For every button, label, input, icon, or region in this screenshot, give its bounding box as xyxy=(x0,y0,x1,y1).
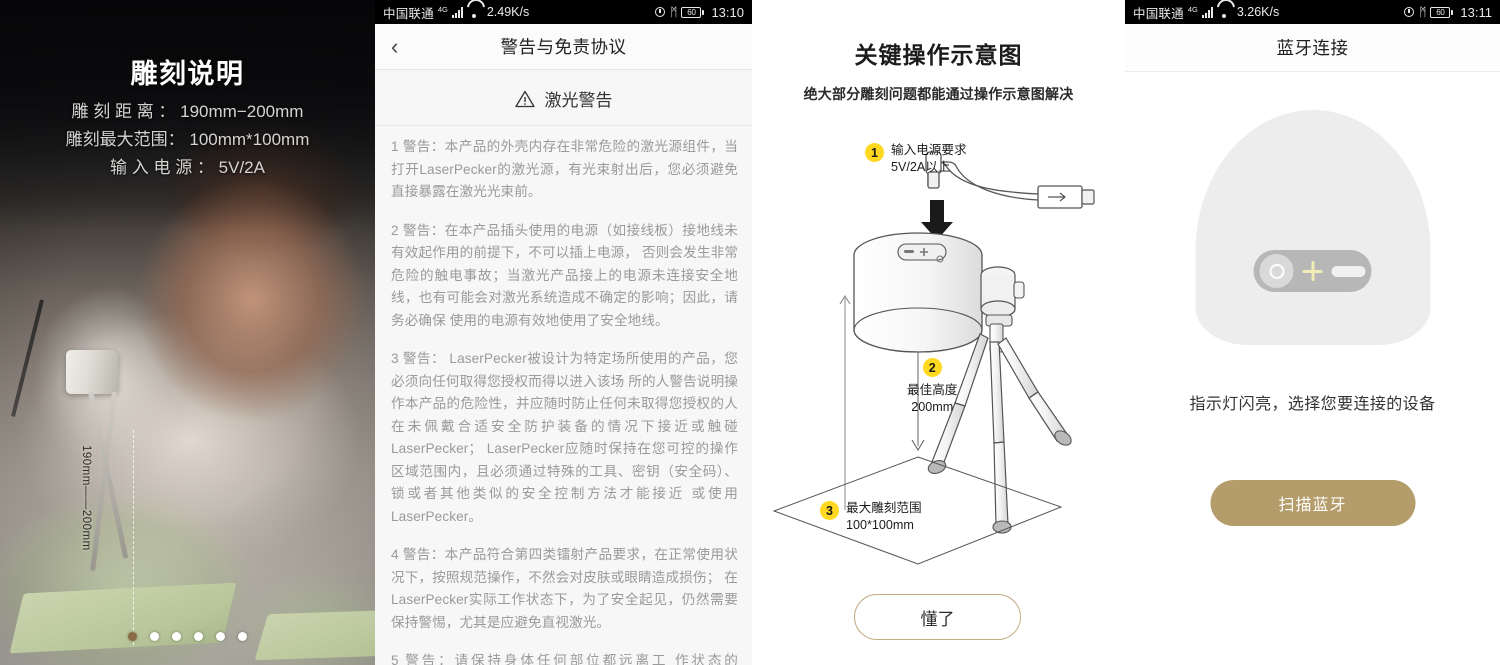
spec-power-input: 输 入 电 源 ： 5V/2A xyxy=(110,158,265,177)
warning-triangle-icon xyxy=(514,90,535,108)
green-mat-shape xyxy=(9,582,237,654)
battery-cap xyxy=(702,9,705,15)
warning-paragraph-5: 5 警告：请保持身体任何部位都远离工 作状态的LaserPecker，以确保安全… xyxy=(391,653,738,665)
callout-badge-1: 1 xyxy=(865,143,884,162)
network-speed-label: 3.26K/s xyxy=(1236,5,1280,19)
diagram-title: 关键操作示意图 xyxy=(854,42,1023,68)
page-dot-5[interactable] xyxy=(216,632,225,641)
nav-title: 蓝牙连接 xyxy=(1125,24,1500,72)
device-power-ring xyxy=(1269,263,1284,279)
battery-level-label: 60 xyxy=(1430,6,1451,18)
panel-key-operation-diagram: 关键操作示意图 绝大部分雕刻问题都能通过操作示意图解决 xyxy=(752,0,1125,665)
callout-2: 2 最佳高度 200mm xyxy=(907,357,957,416)
page-dot-3[interactable] xyxy=(172,632,181,641)
connection-hint-text: 指示灯闪亮，选择您要连接的设备 xyxy=(1189,396,1436,413)
warning-paragraph-1: 1 警告：本产品的外壳内存在非常危险的激光源组件，当打开LaserPecker的… xyxy=(391,139,738,199)
warning-paragraph-list: 1 警告：本产品的外壳内存在非常危险的激光源组件，当打开LaserPecker的… xyxy=(375,126,752,665)
section-divider xyxy=(375,125,752,126)
tripod-diagram: 1 输入电源要求 5V/2A以上 2 最佳高度 200mm 3 最大雕刻范围 1… xyxy=(752,112,1125,572)
battery-level-label: 60 xyxy=(681,6,702,18)
page-dot-6[interactable] xyxy=(238,632,247,641)
callout-badge-2: 2 xyxy=(922,358,942,377)
bluetooth-icon: ᛗ xyxy=(1419,5,1427,19)
page-title: 雕刻说明 xyxy=(130,59,245,89)
callout-1: 1 输入电源要求 5V/2A以上 xyxy=(865,142,967,176)
back-button[interactable]: ‹ xyxy=(391,34,399,59)
carrier-label: 中国联通 xyxy=(383,6,434,21)
document-scroll-area[interactable]: 激光警告 1 警告：本产品的外壳内存在非常危险的激光源组件，当打开LaserPe… xyxy=(375,70,752,665)
clock-label: 13:11 xyxy=(1460,4,1492,20)
bluetooth-body: 指示灯闪亮，选择您要连接的设备 扫描蓝牙 xyxy=(1125,72,1500,665)
signal-bars-icon xyxy=(451,6,463,18)
battery-cap xyxy=(1451,9,1454,15)
device-control-panel xyxy=(1253,250,1372,292)
wifi-icon xyxy=(1217,7,1231,18)
nav-title: 警告与免责协议 xyxy=(500,37,627,57)
network-type-label: 4G xyxy=(437,4,448,14)
network-type-label: 4G xyxy=(1187,4,1198,14)
scan-bluetooth-button[interactable]: 扫描蓝牙 xyxy=(1210,480,1415,526)
device-indicator-light-icon xyxy=(1302,261,1323,281)
carrier-label: 中国联通 xyxy=(1133,6,1184,21)
warning-paragraph-3: 3 警告： LaserPecker被设计为特定场所使用的产品，您必须向任何取得您… xyxy=(391,351,738,524)
bluetooth-icon: ᛗ xyxy=(670,5,678,19)
spec-distance: 雕 刻 距 离 ： 190mm−200mm xyxy=(71,102,304,121)
callout-badge-3: 3 xyxy=(820,501,839,520)
measure-distance-label: 190mm——200mm xyxy=(80,445,92,551)
alarm-icon xyxy=(1403,6,1415,18)
measure-dashed-line xyxy=(133,430,134,645)
callout-text-2: 最佳高度 200mm xyxy=(907,383,958,414)
diagram-subtitle: 绝大部分雕刻问题都能通过操作示意图解决 xyxy=(803,86,1074,102)
understood-button[interactable]: 懂了 xyxy=(854,594,1021,640)
callout-3: 3 最大雕刻范围 100*100mm xyxy=(820,500,922,534)
section-header: 激光警告 xyxy=(375,70,752,125)
device-power-button-icon xyxy=(1259,254,1294,288)
device-body-shape xyxy=(1195,110,1430,345)
page-dot-4[interactable] xyxy=(194,632,203,641)
device-slot-shape xyxy=(1331,265,1366,277)
network-speed-label: 2.49K/s xyxy=(486,5,530,19)
tripod-illustration-svg xyxy=(772,151,1095,565)
warning-paragraph-2: 2 警告：在本产品插头使用的电源（如接线板）接地线未有效起作用的前提下，不可以插… xyxy=(391,222,738,328)
panel-engraving-intro: 190mm——200mm 雕刻说明 雕 刻 距 离 ： 190mm−200mm … xyxy=(0,0,375,665)
battery-icon: 60 xyxy=(681,6,705,18)
wifi-icon xyxy=(467,7,481,18)
device-illustration xyxy=(1195,110,1430,345)
section-title: 激光警告 xyxy=(544,91,613,110)
page-dot-1[interactable] xyxy=(128,632,137,641)
lamp-head-shape xyxy=(66,350,118,394)
alarm-icon xyxy=(654,6,666,18)
status-bar-right: ᛗ 60 13:11 xyxy=(1403,5,1492,20)
callout-text-3: 最大雕刻范围 100*100mm xyxy=(846,501,922,532)
battery-icon: 60 xyxy=(1430,6,1454,18)
clock-label: 13:10 xyxy=(711,4,744,20)
spec-max-area: 雕刻最大范围： 100mm*100mm xyxy=(65,130,310,149)
status-bar-right: ᛗ 60 13:10 xyxy=(654,5,744,20)
nav-bar: ‹ 警告与免责协议 xyxy=(375,24,752,70)
warning-paragraph-4: 4 警告：本产品符合第四类镭射产品要求，在正常使用状况下，按照规范操作，不然会对… xyxy=(391,547,738,630)
callout-text-1: 输入电源要求 5V/2A以上 xyxy=(891,143,967,174)
page-dot-2[interactable] xyxy=(150,632,159,641)
page-indicator[interactable] xyxy=(0,632,375,641)
signal-bars-icon xyxy=(1201,6,1213,18)
photo-top-scrim xyxy=(0,0,375,230)
spec-list: 雕 刻 距 离 ： 190mm−200mm 雕刻最大范围： 100mm*100m… xyxy=(0,98,375,182)
